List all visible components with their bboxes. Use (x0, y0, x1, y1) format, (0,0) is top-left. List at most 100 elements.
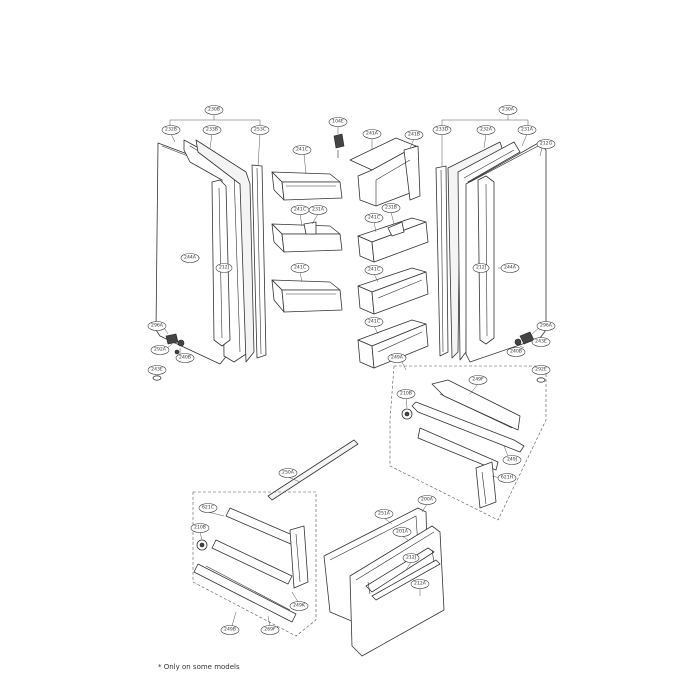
svg-text:249K: 249K (293, 603, 306, 609)
callout-250A: 250A (278, 468, 298, 478)
callout-231B: 231B (381, 203, 401, 213)
svg-text:212G: 212G (540, 141, 553, 147)
svg-text:233B: 233B (206, 127, 218, 133)
svg-text:243E: 243E (535, 339, 547, 345)
callout-296A-left: 296A (147, 321, 167, 331)
door-bin-left-2 (271, 221, 343, 253)
callout-212A: 212A (410, 579, 430, 589)
left-hinge-bracket (165, 333, 179, 345)
callout-249A: 249A (387, 353, 407, 363)
callout-296A-right: 296A (536, 321, 556, 331)
right-door-assembly (435, 114, 547, 383)
callout-241C-3: 241C (290, 263, 310, 273)
svg-text:210B: 210B (194, 525, 206, 531)
svg-text:621H: 621H (501, 475, 513, 481)
svg-text:233D: 233D (436, 127, 449, 133)
svg-text:251A: 251A (378, 511, 391, 517)
svg-text:241B: 241B (408, 132, 420, 138)
right-washer (536, 377, 546, 383)
svg-text:200A: 200A (421, 497, 434, 503)
center-strip (267, 439, 359, 501)
rail-bracket (431, 379, 521, 431)
lower-rail (417, 427, 499, 471)
callout-232A: 232A (476, 125, 496, 135)
svg-text:231B: 231B (385, 205, 397, 211)
svg-text:241C: 241C (296, 147, 308, 153)
right-dashed-enclosure (389, 365, 547, 521)
callout-230A: 230A (498, 105, 518, 115)
callout-249B: 249B (220, 625, 240, 635)
callout-269F: 269F (260, 625, 280, 635)
freezer-rail-assembly-right (389, 361, 547, 521)
callout-621C: 621C (198, 503, 218, 513)
svg-text:244A: 244A (504, 265, 517, 271)
callout-210B-right: 210B (396, 389, 416, 399)
right-door-handle (477, 175, 495, 345)
svg-text:249B: 249B (224, 627, 236, 633)
left-vertical-bracket (289, 525, 309, 589)
callout-230B: 230B (204, 105, 224, 115)
left-hinge-pin (177, 339, 185, 347)
svg-text:269F: 269F (264, 627, 276, 633)
svg-text:212J: 212J (476, 265, 486, 271)
svg-text:249F: 249F (472, 377, 484, 383)
clip-104E (333, 133, 345, 149)
left-door-liner (195, 139, 255, 363)
svg-text:296A: 296A (151, 323, 164, 329)
bin-divider (303, 221, 317, 235)
callout-253C: 253C (250, 125, 270, 135)
svg-text:232B: 232B (165, 127, 177, 133)
svg-text:296A: 296A (540, 323, 553, 329)
callout-243E-left: 243E (147, 365, 167, 375)
left-washer (152, 375, 162, 381)
callout-249K: 249K (289, 601, 309, 611)
callout-241B: 241B (404, 130, 424, 140)
svg-text:241C: 241C (368, 319, 380, 325)
callout-104E: 104E (328, 117, 348, 127)
callout-241C-5: 241C (364, 265, 384, 275)
svg-text:292A: 292A (154, 347, 167, 353)
footnote: * Only on some models (158, 663, 240, 671)
callout-621H: 621H (497, 473, 517, 483)
freezer-rail-assembly-left (192, 491, 317, 637)
callout-243E-right: 243E (531, 337, 551, 347)
callout-249J: 249J (502, 455, 522, 465)
callout-244A-right: 244A (500, 263, 520, 273)
callout-292A-left: 292A (150, 345, 170, 355)
left-dashed-enclosure (192, 491, 317, 637)
svg-text:621C: 621C (202, 505, 214, 511)
svg-text:241C: 241C (368, 267, 380, 273)
callout-292E: 292E (531, 365, 551, 375)
svg-text:250A: 250A (282, 470, 295, 476)
svg-text:241C: 241C (294, 265, 306, 271)
svg-text:104E: 104E (332, 119, 344, 125)
svg-text:241C: 241C (368, 215, 380, 221)
door-bin-left-3 (271, 279, 343, 313)
callout-240B-right: 240B (506, 347, 526, 357)
callout-212G: 212G (536, 139, 556, 149)
callout-233B: 233B (202, 125, 222, 135)
rail-vertical-bracket (475, 461, 497, 509)
callout-212J-left: 212J (215, 263, 233, 273)
svg-text:230A: 230A (502, 107, 515, 113)
callout-231A-right: 231A (517, 125, 537, 135)
callout-251A: 251A (374, 509, 394, 519)
callout-241C-6: 241C (364, 317, 384, 327)
svg-text:210B: 210B (400, 391, 412, 397)
callout-201A: 201A (392, 527, 412, 537)
callout-200A: 200A (417, 495, 437, 505)
svg-text:249A: 249A (391, 355, 404, 361)
callout-232B: 232B (161, 125, 181, 135)
callout-249F: 249F (468, 375, 488, 385)
svg-text:240B: 240B (179, 355, 191, 361)
svg-text:244A: 244A (184, 255, 197, 261)
callout-241A: 241A (362, 129, 382, 139)
svg-text:231A: 231A (521, 127, 534, 133)
svg-text:241C: 241C (294, 207, 306, 213)
right-door-gasket (457, 141, 521, 361)
left-door-assembly (152, 114, 267, 381)
svg-text:212A: 212A (414, 581, 427, 587)
svg-text:230B: 230B (208, 107, 220, 113)
svg-text:231A: 231A (312, 207, 325, 213)
